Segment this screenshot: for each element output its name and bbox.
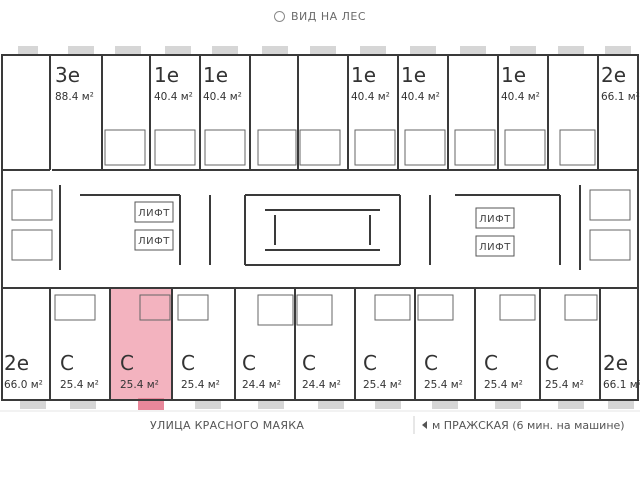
- apartment-area: 25.4 м²: [60, 379, 99, 391]
- apartment-highlight: [109, 287, 173, 401]
- walls: [1, 54, 639, 401]
- apartment-type: С: [181, 351, 195, 375]
- apartment[interactable]: 1е 40.4 м²: [501, 63, 540, 103]
- apartment-type: С: [363, 351, 377, 375]
- lift-group-left: ЛИФТ ЛИФТ: [134, 201, 174, 251]
- apartment[interactable]: 1е 40.4 м²: [154, 63, 193, 103]
- apartment[interactable]: 2е 66.1 м²: [603, 351, 640, 391]
- apartment[interactable]: 2е 66.0 м²: [4, 351, 43, 391]
- lift-box: [134, 229, 174, 251]
- apartment-area: 40.4 м²: [203, 91, 242, 103]
- apartment-type: С: [424, 351, 438, 375]
- apartment-type: С: [545, 351, 559, 375]
- apartment-type: 3е: [55, 63, 80, 87]
- apartment-area: 88.4 м²: [55, 91, 94, 103]
- metro-label-text: м ПРАЖСКАЯ (6 мин. на машине): [432, 419, 625, 432]
- apartment-type: С: [60, 351, 74, 375]
- apartment-selected[interactable]: С 25.4 м²: [120, 351, 159, 391]
- lift-box: [134, 201, 174, 223]
- apartment-area: 24.4 м²: [302, 379, 341, 391]
- apartment-type: 2е: [4, 351, 29, 375]
- lift-box: [475, 207, 515, 229]
- apartment-area: 25.4 м²: [181, 379, 220, 391]
- apartment-area: 25.4 м²: [424, 379, 463, 391]
- apartment-area: 66.1 м²: [601, 91, 640, 103]
- apartment[interactable]: 1е 40.4 м²: [401, 63, 440, 103]
- apartment-type: 1е: [351, 63, 376, 87]
- apartment-type: С: [242, 351, 256, 375]
- apartment-area: 40.4 м²: [154, 91, 193, 103]
- apartment[interactable]: С 25.4 м²: [484, 351, 523, 391]
- apartment[interactable]: С 24.4 м²: [302, 351, 341, 391]
- lift-box: [475, 235, 515, 257]
- apartment-area: 40.4 м²: [501, 91, 540, 103]
- apartment[interactable]: С 24.4 м²: [242, 351, 281, 391]
- windows: [18, 46, 634, 409]
- apartment[interactable]: 1е 40.4 м²: [351, 63, 390, 103]
- apartment[interactable]: 3е 88.4 м²: [55, 63, 94, 103]
- apartment[interactable]: С 25.4 м²: [424, 351, 463, 391]
- apartment-area: 66.0 м²: [4, 379, 43, 391]
- apartments-top: 3е 88.4 м² 1е 40.4 м² 1е 40.4 м² 1е 40.4…: [55, 63, 640, 103]
- apartment-type: 1е: [203, 63, 228, 87]
- apartment-area: 40.4 м²: [351, 91, 390, 103]
- apartment[interactable]: 2е 66.1 м²: [601, 63, 640, 103]
- apartment[interactable]: С 25.4 м²: [181, 351, 220, 391]
- apartment-type: 1е: [501, 63, 526, 87]
- apartment[interactable]: С 25.4 м²: [545, 351, 584, 391]
- apartment-type: С: [302, 351, 316, 375]
- apartment[interactable]: 1е 40.4 м²: [203, 63, 242, 103]
- apartment-area: 66.1 м²: [603, 379, 640, 391]
- interior-walls: [11, 129, 631, 326]
- arrow-left-icon: [422, 421, 427, 429]
- apartment-type: С: [120, 351, 134, 375]
- view-label-text: ВИД НА ЛЕС: [290, 10, 367, 23]
- apartments-bottom: 2е 66.0 м² С 25.4 м² С 25.4 м² С 25.4 м²…: [4, 351, 640, 391]
- tree-icon: [273, 11, 285, 22]
- street-label: УЛИЦА КРАСНОГО МАЯКА: [150, 419, 305, 432]
- apartment-type: 1е: [401, 63, 426, 87]
- apartment-type: 1е: [154, 63, 179, 87]
- apartment-area: 25.4 м²: [484, 379, 523, 391]
- view-label: ВИД НА ЛЕС: [0, 10, 640, 23]
- lift-label: ЛИФТ: [479, 242, 511, 253]
- apartment-area: 25.4 м²: [120, 379, 159, 391]
- apartment-type: 2е: [601, 63, 626, 87]
- lift-label: ЛИФТ: [479, 214, 511, 225]
- apartment[interactable]: С 25.4 м²: [363, 351, 402, 391]
- metro-label: м ПРАЖСКАЯ (6 мин. на машине): [422, 419, 625, 432]
- apartment-area: 25.4 м²: [363, 379, 402, 391]
- apartment-type: С: [484, 351, 498, 375]
- lift-label: ЛИФТ: [138, 236, 170, 247]
- lift-group-right: ЛИФТ ЛИФТ: [475, 207, 515, 257]
- apartment-area: 24.4 м²: [242, 379, 281, 391]
- apartment-type: 2е: [603, 351, 628, 375]
- apartment[interactable]: С 25.4 м²: [60, 351, 99, 391]
- apartment-area: 25.4 м²: [545, 379, 584, 391]
- lift-label: ЛИФТ: [138, 208, 170, 219]
- apartment-area: 40.4 м²: [401, 91, 440, 103]
